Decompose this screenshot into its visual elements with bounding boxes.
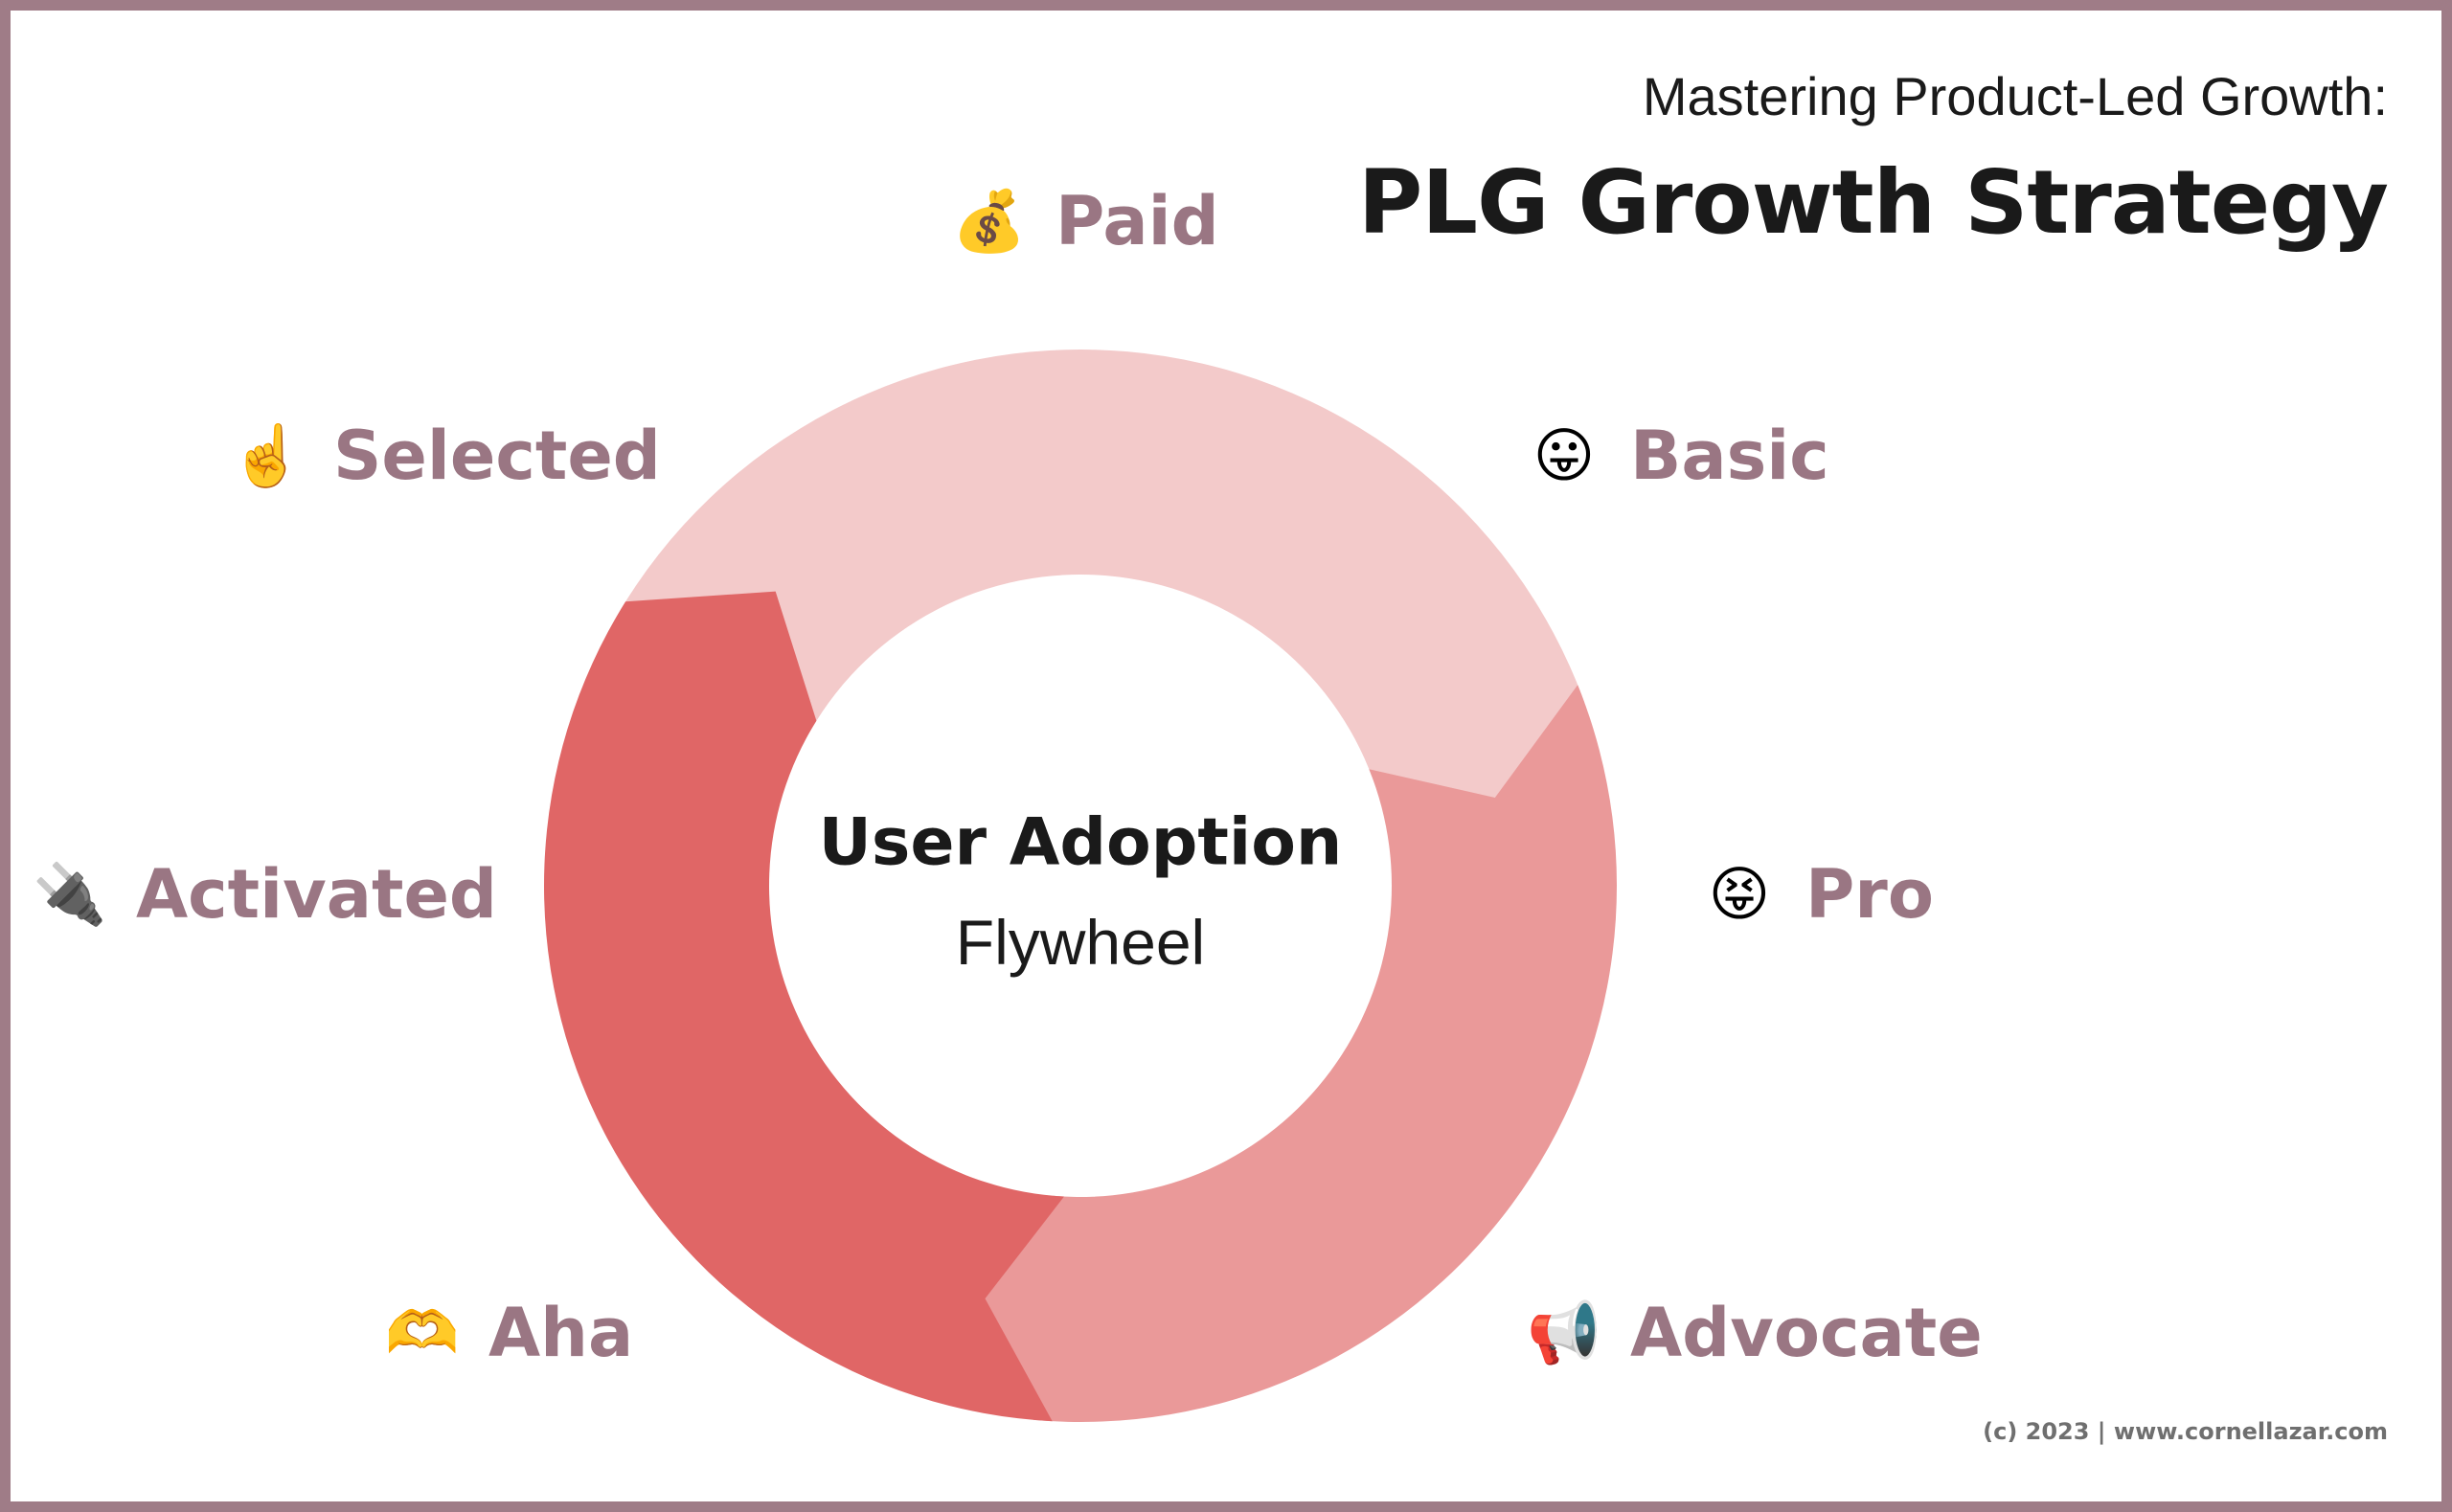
pointing-up-icon: ☝️ — [230, 420, 305, 490]
electric-plug-icon: 🔌 — [33, 859, 107, 929]
money-bag-icon: 💰 — [952, 186, 1027, 256]
flywheel-arrow-dark — [544, 591, 1064, 1422]
flywheel-arrow-light — [616, 349, 1585, 827]
flywheel-arrow-medium — [956, 685, 1617, 1422]
stage-pro: 😝 Pro — [1706, 861, 1934, 928]
stage-selected: ☝️ Selected — [230, 417, 661, 495]
stage-aha: 🫶 Aha — [385, 1294, 634, 1372]
stage-basic: 😛 Basic — [1531, 422, 1829, 489]
center-subtitle: Flywheel — [955, 907, 1206, 978]
stage-advocate: 📢 Advocate — [1527, 1294, 1983, 1372]
stage-label-paid: Paid — [1056, 182, 1219, 260]
stage-label-selected: Selected — [333, 417, 661, 495]
squinting-tongue-face-icon: 😝 — [1708, 859, 1771, 929]
stage-label-aha: Aha — [488, 1294, 634, 1372]
tongue-out-face-icon: 😛 — [1532, 420, 1596, 490]
heart-hands-icon: 🫶 — [385, 1298, 460, 1367]
megaphone-icon: 📢 — [1527, 1298, 1601, 1367]
stage-label-advocate: Advocate — [1630, 1294, 1983, 1372]
copyright-footer: (c) 2023 | www.cornellazar.com — [1983, 1418, 2388, 1445]
stage-activated: 🔌 Activated — [33, 855, 498, 934]
stage-label-pro: Pro — [1805, 855, 1934, 934]
diagram-subtitle: Mastering Product-Led Growth: — [1642, 66, 2388, 126]
stage-label-basic: Basic — [1630, 417, 1829, 495]
diagram-title: PLG Growth Strategy — [1357, 151, 2389, 254]
center-title: User Adoption — [818, 804, 1343, 881]
stage-label-activated: Activated — [136, 855, 498, 934]
stage-paid: 💰 Paid — [952, 182, 1219, 260]
